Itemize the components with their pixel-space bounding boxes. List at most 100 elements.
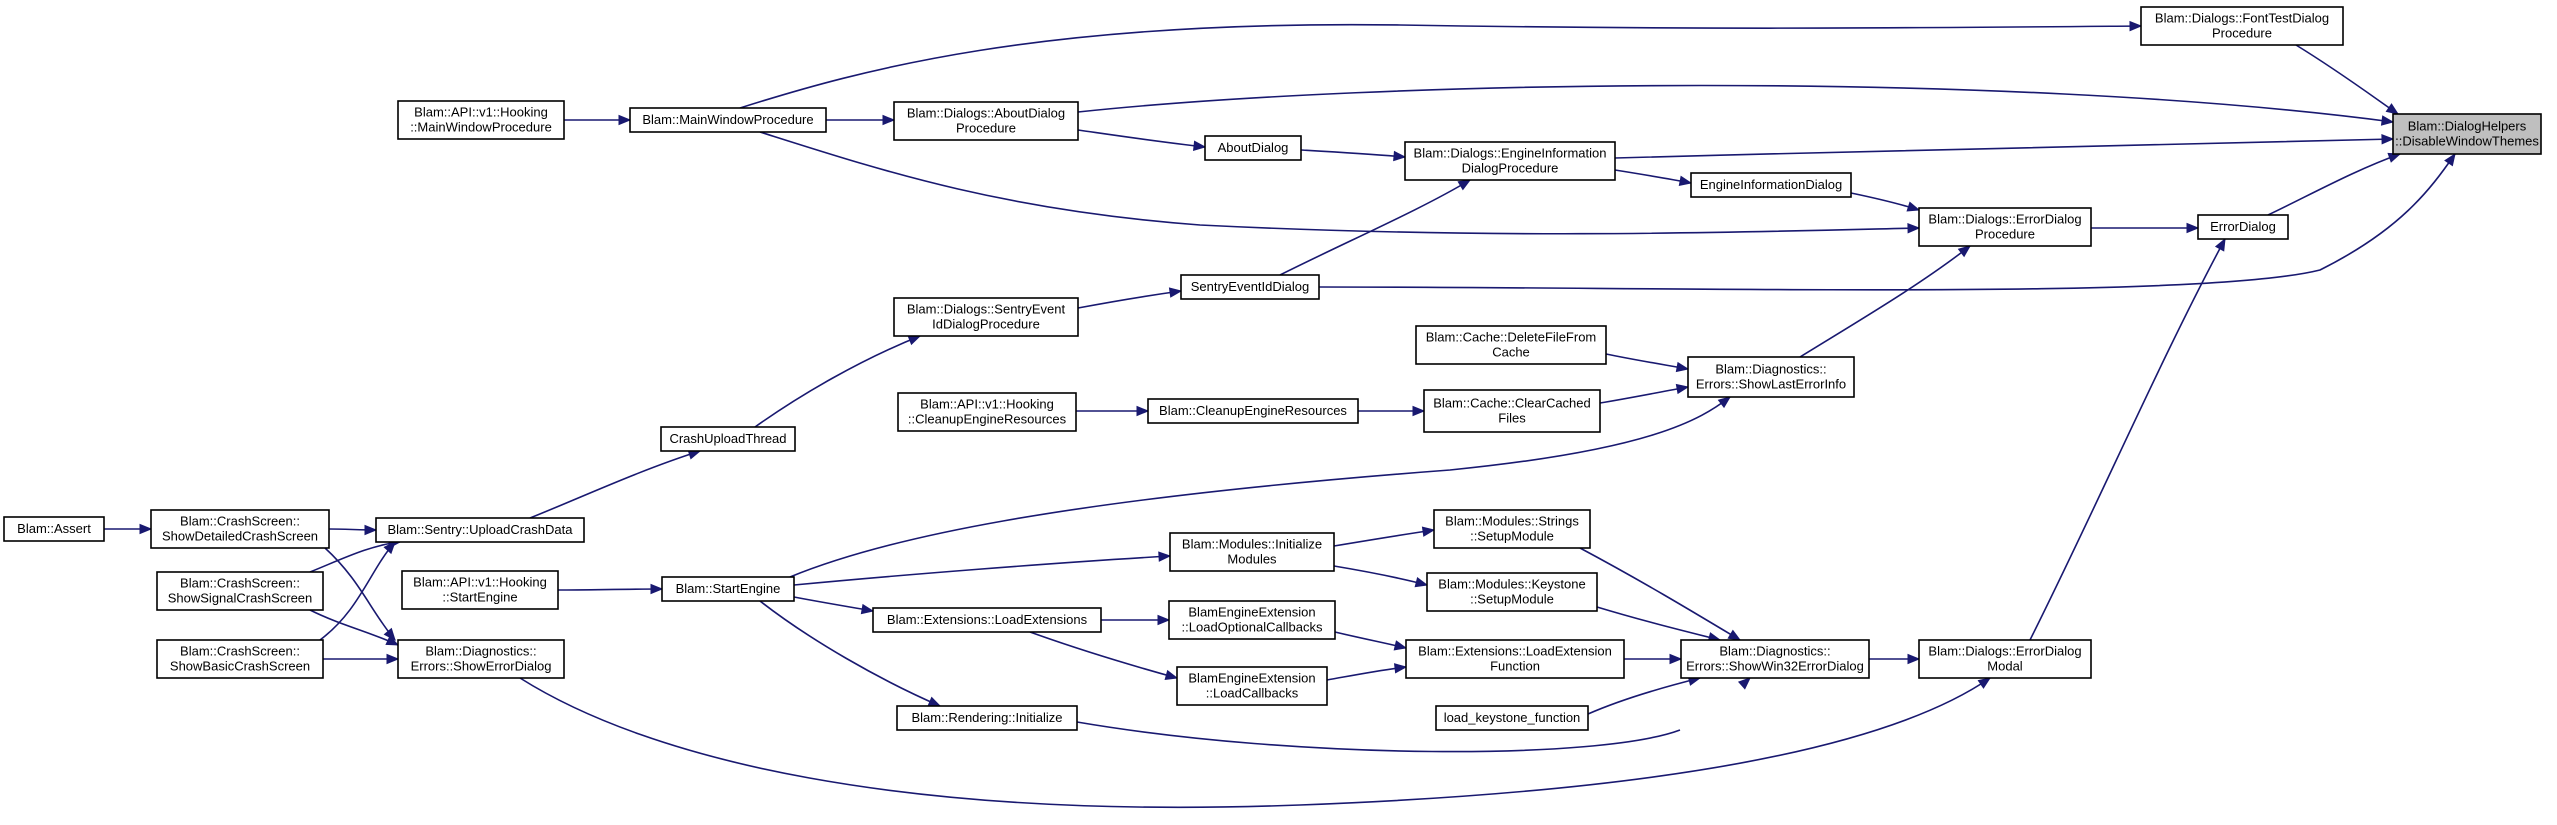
node-label-line: ::SetupModule (1470, 592, 1554, 607)
node-renderinit[interactable]: Blam::Rendering::Initialize (896, 705, 1078, 731)
arrowhead (618, 114, 632, 126)
node-label-line: Blam::Modules::Keystone (1438, 577, 1585, 592)
node-loadoptional[interactable]: BlamEngineExtension::LoadOptionalCallbac… (1168, 600, 1336, 640)
node-showsignal[interactable]: Blam::CrashScreen::ShowSignalCrashScreen (156, 571, 324, 611)
edge-showbasic-to-uploadcrash (319, 541, 396, 641)
node-label-line: Blam::Diagnostics:: (1719, 644, 1830, 659)
arrowhead (882, 114, 896, 126)
edge-showerrordialog-to-errordialogmodal (519, 677, 1992, 809)
node-apistart[interactable]: Blam::API::v1::Hooking::StartEngine (401, 570, 559, 610)
arrowhead (1977, 677, 1992, 689)
edge-line (319, 541, 396, 641)
edge-line (1029, 631, 1178, 679)
arrowhead (386, 653, 400, 665)
edge-loadext-to-loadcallbacks (1029, 631, 1179, 680)
node-modkeystone[interactable]: Blam::Modules::Keystone::SetupModule (1426, 572, 1598, 612)
node-box (375, 517, 585, 543)
node-box (1435, 705, 1589, 731)
node-label-line: Errors::ShowWin32ErrorDialog (1686, 659, 1864, 674)
node-box (1423, 389, 1601, 433)
node-loadkeystone[interactable]: load_keystone_function (1435, 705, 1589, 731)
edge-aboutproc-to-disable (1077, 84, 2395, 126)
node-disable[interactable]: Blam::DialogHelpers::DisableWindowThemes (2392, 113, 2542, 155)
edge-showlasterror-to-errordialogproc (1799, 245, 1972, 358)
node-box (1204, 135, 1302, 161)
node-box (1169, 532, 1335, 572)
edge-sentryeventid-to-disable (1318, 152, 2456, 291)
node-label-line: Blam::Diagnostics:: (425, 644, 536, 659)
node-label-line: Modules (1227, 552, 1277, 567)
node-box (3, 516, 105, 542)
node-label-line: ::LoadCallbacks (1206, 686, 1299, 701)
node-box (660, 426, 796, 452)
node-box (897, 392, 1077, 432)
arrowhead (1675, 361, 1690, 373)
node-cleanup[interactable]: Blam::CleanupEngineResources (1147, 398, 1359, 424)
edge-loadoptional-to-loadextfunc (1334, 631, 1408, 651)
arrowhead (1412, 405, 1426, 417)
node-win32error[interactable]: Blam::Diagnostics::Errors::ShowWin32Erro… (1680, 639, 1870, 679)
node-aboutdialog[interactable]: AboutDialog (1204, 135, 1302, 161)
arrowhead (1678, 175, 1693, 186)
edge-line (739, 23, 2142, 109)
node-modstrings[interactable]: Blam::Modules::Strings::SetupModule (1433, 509, 1591, 549)
edge-crashupload-to-sentryeventproc (754, 335, 922, 428)
arrowhead (907, 335, 922, 346)
edge-modinit-to-modstrings (1333, 526, 1436, 547)
node-label-line: Modal (1987, 659, 2023, 674)
node-label-line: Blam::API::v1::Hooking (413, 575, 547, 590)
node-box (1405, 639, 1625, 679)
node-sentryeventproc[interactable]: Blam::Dialogs::SentryEventIdDialogProced… (893, 297, 1079, 337)
edge-line (1077, 290, 1182, 309)
node-showbasic[interactable]: Blam::CrashScreen::ShowBasicCrashScreen (156, 639, 324, 679)
node-sentryeventid[interactable]: SentryEventIdDialog (1180, 274, 1320, 300)
node-box (1433, 509, 1591, 549)
node-label-line: Blam::Dialogs::AboutDialog (907, 106, 1065, 121)
node-mainwinproc[interactable]: Blam::MainWindowProcedure (629, 107, 827, 133)
arrowhead (2385, 103, 2400, 115)
node-loadext[interactable]: Blam::Extensions::LoadExtensions (872, 607, 1102, 633)
arrowhead (2444, 152, 2456, 167)
arrowhead (1157, 614, 1171, 626)
node-uploadcrash[interactable]: Blam::Sentry::UploadCrashData (375, 517, 585, 543)
edge-line (1333, 565, 1428, 586)
node-apimainwin[interactable]: Blam::API::v1::Hooking::MainWindowProced… (397, 100, 565, 140)
node-label-line: Blam::Diagnostics:: (1715, 362, 1826, 377)
node-label-line: Blam::Cache::DeleteFileFrom (1426, 330, 1597, 345)
node-box (1918, 639, 2092, 679)
node-engineinfodialog[interactable]: EngineInformationDialog (1690, 172, 1852, 198)
node-label-line: ::SetupModule (1470, 529, 1554, 544)
node-showlasterror[interactable]: Blam::Diagnostics::Errors::ShowLastError… (1687, 356, 1855, 398)
node-box (2140, 6, 2344, 46)
node-label-line: IdDialogProcedure (932, 317, 1040, 332)
node-loadcallbacks[interactable]: BlamEngineExtension::LoadCallbacks (1176, 666, 1328, 706)
node-label-line: ::CleanupEngineResources (908, 412, 1067, 427)
node-engineinfoproc[interactable]: Blam::Dialogs::EngineInformationDialogPr… (1404, 141, 1616, 181)
node-apicleanup[interactable]: Blam::API::v1::Hooking::CleanupEngineRes… (897, 392, 1077, 432)
node-assert[interactable]: Blam::Assert (3, 516, 105, 542)
node-showdetailed[interactable]: Blam::CrashScreen::ShowDetailedCrashScre… (150, 509, 330, 549)
edge-engineinfoproc-to-engineinfodialog (1614, 169, 1693, 186)
node-startengine[interactable]: Blam::StartEngine (661, 576, 795, 602)
node-showerrordialog[interactable]: Blam::Diagnostics::Errors::ShowErrorDial… (397, 639, 565, 679)
edge-apimainwin-to-mainwinproc (564, 114, 632, 126)
node-crashupload[interactable]: CrashUploadThread (660, 426, 796, 452)
edge-deletefile-to-showlasterror (1605, 353, 1690, 373)
edge-modinit-to-modkeystone (1333, 565, 1429, 588)
edge-errordialogmodal-to-errordialog (2029, 237, 2226, 641)
arrowhead (1906, 201, 1921, 212)
arrowhead (1727, 629, 1742, 641)
edge-fonttest-to-disable (2295, 44, 2400, 115)
node-errordialog[interactable]: ErrorDialog (2197, 214, 2289, 240)
node-box (661, 576, 795, 602)
edge-line (1326, 666, 1407, 681)
